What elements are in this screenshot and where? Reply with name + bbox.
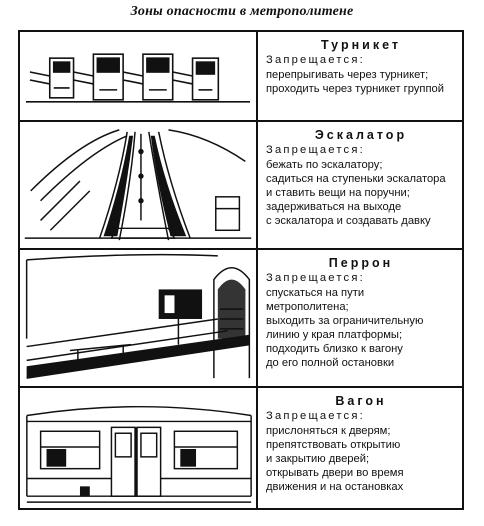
page-title: Зоны опасности в метрополитене: [130, 4, 354, 19]
rule-item: метрополитена;: [266, 301, 349, 313]
rule-item: линию у края платформы;: [266, 329, 403, 341]
zone-row-train-car: Вагон Запрещается: прислоняться к дверям…: [20, 386, 462, 508]
forbidden-label: Запрещается:: [266, 410, 365, 422]
rule-item: задерживаться на выходе: [266, 201, 402, 213]
rule-item: спускаться на пути: [266, 287, 365, 299]
rule-item: препятствовать открытию: [266, 439, 401, 451]
escalator-illustration: [20, 122, 258, 248]
zone-text-train-car: Вагон Запрещается: прислоняться к дверям…: [264, 388, 458, 508]
zone-name: Эскалатор: [314, 128, 408, 142]
rule-item: проходить через турникет группой: [266, 83, 444, 95]
forbidden-label: Запрещается:: [266, 144, 365, 156]
rule-item: с эскалатора и создавать давку: [266, 215, 431, 227]
rule-item: открывать двери во время: [266, 467, 404, 479]
zone-text-escalator: Эскалатор Запрещается: бежать по эскалат…: [264, 122, 458, 248]
rule-item: движения и на остановках: [266, 481, 404, 493]
rule-item: подходить близко к вагону: [266, 343, 403, 355]
danger-zones-table: Турникет Запрещается: перепрыгивать чере…: [18, 30, 464, 510]
rule-item: до его полной остановки: [266, 357, 395, 369]
rule-item: бежать по эскалатору;: [266, 159, 383, 171]
rule-item: перепрыгивать через турникет;: [266, 69, 429, 81]
forbidden-label: Запрещается:: [266, 272, 365, 284]
turnstile-illustration: [20, 32, 258, 120]
rule-item: и ставить вещи на поручни;: [266, 187, 410, 199]
zone-name: Перрон: [328, 256, 394, 270]
train-car-illustration: [20, 388, 258, 508]
zone-text-turnstile: Турникет Запрещается: перепрыгивать чере…: [264, 32, 458, 120]
rule-item: садиться на ступеньки эскалатора: [266, 173, 446, 185]
zone-name: Вагон: [335, 394, 387, 408]
forbidden-label: Запрещается:: [266, 54, 365, 66]
rule-item: выходить за ограничительную: [266, 315, 424, 327]
zone-row-escalator: Эскалатор Запрещается: бежать по эскалат…: [20, 120, 462, 248]
rule-item: и закрытию дверей;: [266, 453, 370, 465]
rule-item: прислоняться к дверям;: [266, 425, 391, 437]
zone-name: Турникет: [321, 38, 401, 52]
zone-text-platform: Перрон Запрещается: спускаться на пути м…: [264, 250, 458, 386]
platform-illustration: [20, 250, 258, 386]
zone-row-platform: Перрон Запрещается: спускаться на пути м…: [20, 248, 462, 386]
zone-row-turnstile: Турникет Запрещается: перепрыгивать чере…: [20, 32, 462, 120]
